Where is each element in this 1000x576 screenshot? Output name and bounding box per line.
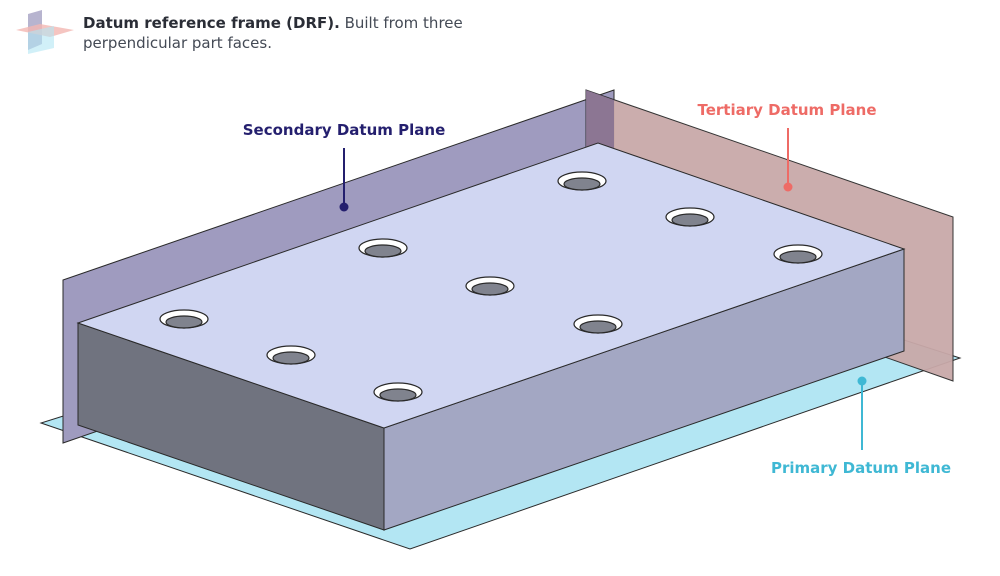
hole: [373, 382, 423, 402]
header-caption: Datum reference frame (DRF). Built from …: [83, 13, 553, 53]
hole: [358, 238, 408, 258]
secondary-datum-label: Secondary Datum Plane: [243, 121, 446, 139]
secondary-callout: Secondary Datum Plane: [243, 121, 446, 212]
hole: [773, 244, 823, 264]
primary-callout: Primary Datum Plane: [771, 376, 951, 477]
hole: [557, 171, 607, 191]
header: Datum reference frame (DRF). Built from …: [14, 10, 574, 58]
caption-text: Built from three perpendicular part face…: [83, 14, 463, 52]
datum-frame-icon: [16, 10, 74, 54]
hole: [159, 309, 209, 329]
caption-lead: Datum reference frame (DRF).: [83, 14, 340, 32]
tertiary-callout: Tertiary Datum Plane: [697, 101, 877, 192]
tertiary-datum-label: Tertiary Datum Plane: [697, 101, 876, 119]
hole-pattern: [159, 171, 823, 402]
hole: [665, 207, 715, 227]
hole: [573, 314, 623, 334]
hole: [465, 276, 515, 296]
hole: [266, 345, 316, 365]
primary-datum-label: Primary Datum Plane: [771, 459, 951, 477]
